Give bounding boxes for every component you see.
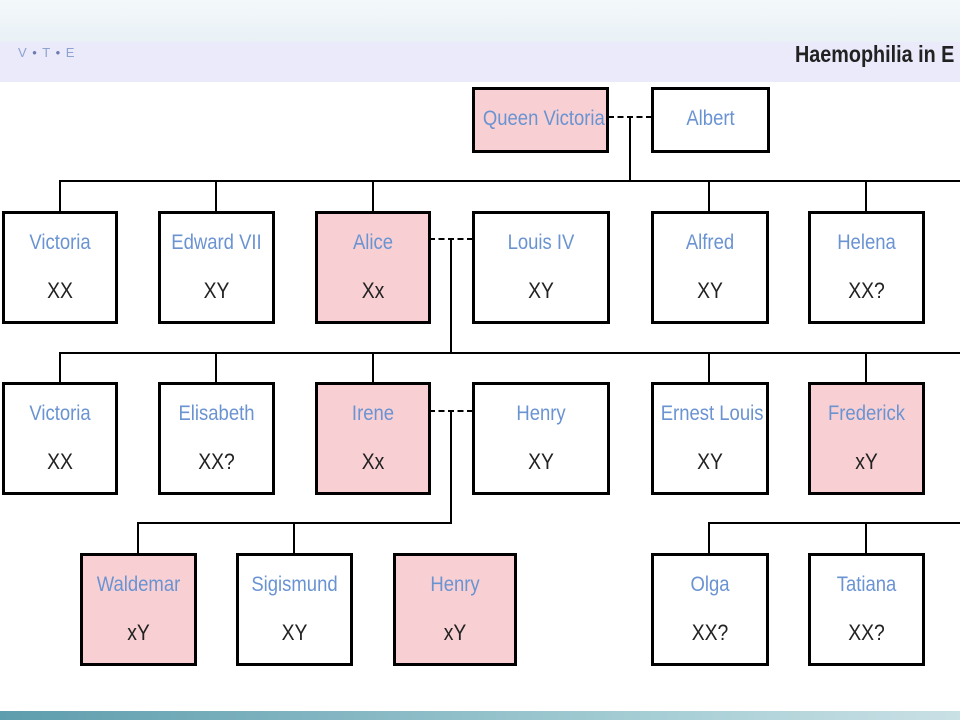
sibling-bar [708, 522, 960, 524]
person-name[interactable]: Sigismund [251, 573, 338, 596]
genotype: XY [281, 620, 308, 645]
genotype: XX [47, 278, 73, 303]
genotype: XY [697, 278, 723, 303]
drop-line [59, 352, 61, 383]
genotype: XX? [848, 278, 885, 303]
drop-line [708, 352, 710, 383]
footer-band [0, 711, 960, 720]
genotype: xY [443, 620, 467, 645]
person-sigismund: Sigismund XY [236, 553, 353, 666]
genotype: XX? [691, 620, 729, 645]
person-name[interactable]: Queen Victoria [482, 107, 605, 130]
person-name[interactable]: Ernest Louis [660, 402, 764, 425]
descent-line [450, 238, 452, 354]
person-queen-victoria: Queen Victoria [472, 87, 609, 153]
genotype: XX [47, 449, 73, 474]
person-name[interactable]: Helena [837, 231, 896, 254]
genotype: XY [528, 278, 554, 303]
genotype: XY [528, 449, 554, 474]
person-albert: Albert [651, 87, 770, 153]
person-name[interactable]: Alice [352, 231, 394, 254]
separator: • [55, 45, 62, 60]
descent-line [629, 116, 631, 182]
person-name[interactable]: Tatiana [836, 573, 897, 596]
drop-line [372, 352, 374, 383]
drop-line [865, 180, 867, 212]
genotype: XY [697, 449, 723, 474]
sibling-bar [60, 180, 960, 182]
descent-line [450, 410, 452, 524]
person-henry-gen3: Henry XY [472, 382, 610, 495]
person-olga: Olga XX? [651, 553, 769, 666]
navbox-header [0, 42, 960, 82]
top-band [0, 0, 960, 42]
person-louis-iv: Louis IV XY [472, 211, 610, 324]
drop-line [708, 180, 710, 212]
person-name[interactable]: Victoria [29, 231, 91, 254]
drop-line [708, 522, 710, 554]
person-elisabeth: Elisabeth XX? [158, 382, 275, 495]
genotype: XX? [848, 620, 885, 645]
person-name[interactable]: Victoria [29, 402, 91, 425]
person-helena: Helena XX? [808, 211, 925, 324]
person-name[interactable]: Albert [686, 107, 735, 130]
genotype: xY [127, 620, 150, 645]
person-alice: Alice Xx [315, 211, 431, 324]
person-name[interactable]: Henry [516, 402, 566, 425]
person-name[interactable]: Olga [690, 573, 730, 596]
person-name[interactable]: Frederick [827, 402, 906, 425]
person-name[interactable]: Alfred [685, 231, 735, 254]
view-link[interactable]: V [18, 45, 28, 60]
person-ernest-louis: Ernest Louis XY [651, 382, 769, 495]
person-frederick: Frederick xY [808, 382, 925, 495]
genotype: xY [855, 449, 878, 474]
drop-line [59, 180, 61, 212]
person-name[interactable]: Elisabeth [178, 402, 255, 425]
person-waldemar: Waldemar xY [80, 553, 197, 666]
person-irene: Irene Xx [315, 382, 431, 495]
drop-line [865, 352, 867, 383]
talk-link[interactable]: T [42, 45, 51, 60]
drop-line [865, 522, 867, 554]
sibling-bar [60, 352, 960, 354]
drop-line [215, 180, 217, 212]
drop-line [372, 180, 374, 212]
person-henry-gen4: Henry xY [393, 553, 517, 666]
person-victoria-gen3: Victoria XX [2, 382, 118, 495]
genotype: Xx [361, 278, 385, 303]
person-edward-vii: Edward VII XY [158, 211, 275, 324]
drop-line [137, 522, 139, 554]
diagram-title: Haemophilia in E [795, 41, 955, 67]
drop-line [293, 522, 295, 554]
person-alfred: Alfred XY [651, 211, 769, 324]
genotype: Xx [361, 449, 385, 474]
genotype: XY [203, 278, 230, 303]
person-name[interactable]: Waldemar [96, 573, 181, 596]
person-name[interactable]: Louis IV [507, 231, 575, 254]
edit-link[interactable]: E [65, 45, 76, 60]
person-victoria-gen2: Victoria XX [2, 211, 118, 324]
person-name[interactable]: Edward VII [171, 231, 262, 254]
separator: • [32, 45, 38, 60]
person-name[interactable]: Irene [351, 402, 395, 425]
genotype: XX? [198, 449, 235, 474]
vte-links: V • T • E [18, 45, 75, 60]
person-name[interactable]: Henry [430, 573, 480, 596]
person-tatiana: Tatiana XX? [808, 553, 925, 666]
drop-line [215, 352, 217, 383]
